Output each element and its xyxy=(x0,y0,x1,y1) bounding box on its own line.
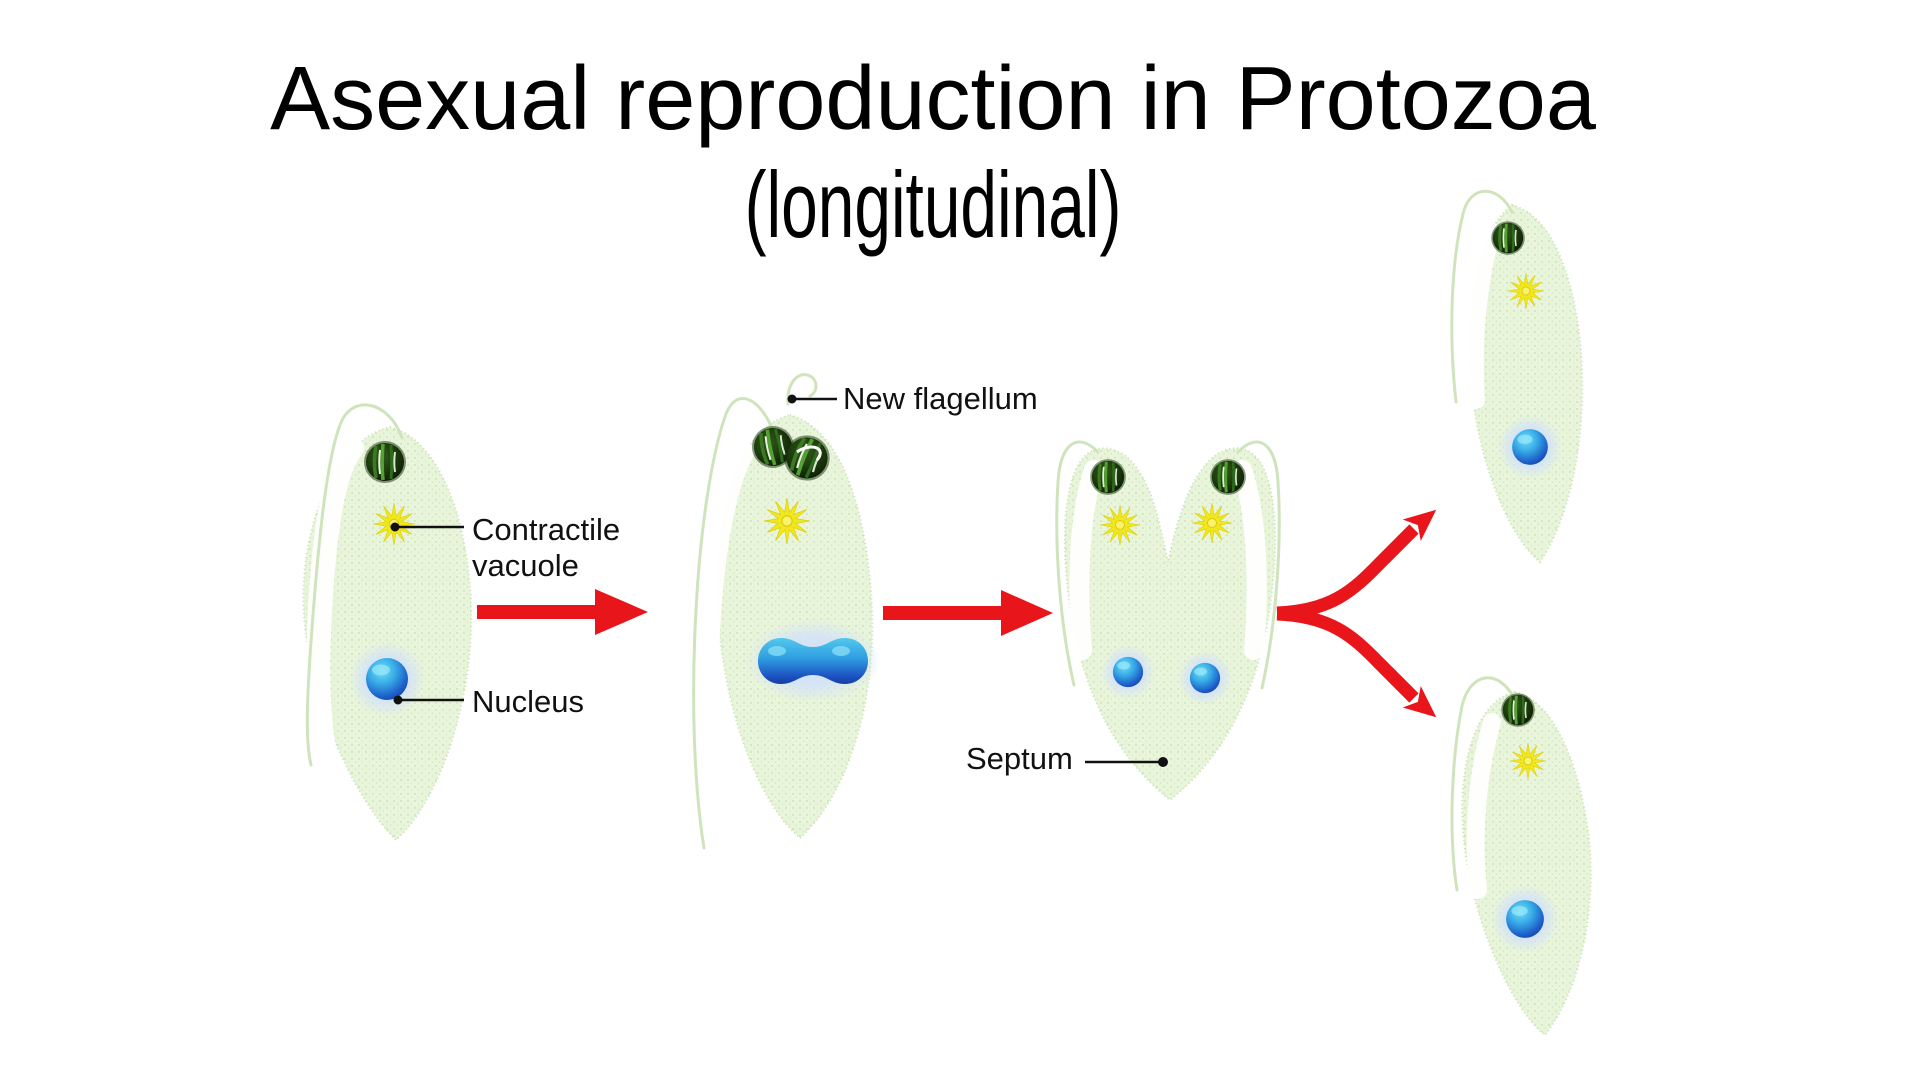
flagellum-icon xyxy=(1055,440,1100,687)
daughter-cell-bottom xyxy=(1450,676,1592,1037)
cell-septum-stage xyxy=(1055,440,1281,802)
dividing-nucleus-icon xyxy=(745,619,881,703)
eyespot-icon xyxy=(1501,693,1535,727)
cell-body xyxy=(1468,203,1584,564)
cell-body xyxy=(1063,447,1277,802)
red-arrow-icon xyxy=(477,589,648,635)
new-flagellum-icon xyxy=(786,373,818,406)
flagellum-icon xyxy=(1450,676,1516,892)
eyespot-highlight xyxy=(796,445,822,461)
flagellum-icon xyxy=(305,403,404,767)
new-flagellum-leader-line xyxy=(787,394,837,404)
diagram-title: Asexual reproduction in Protozoa xyxy=(270,49,1596,149)
diagram-subtitle: (longitudinal) xyxy=(744,152,1122,257)
new-flagellum-label: New flagellum xyxy=(843,381,1038,416)
flagellum-pocket xyxy=(1466,713,1501,899)
nucleus-label: Nucleus xyxy=(472,684,584,719)
red-arrow-icon xyxy=(883,590,1053,636)
flagellum-pocket xyxy=(306,436,364,770)
eyespot-icon xyxy=(364,441,406,483)
flagellum-pocket xyxy=(1232,460,1267,660)
nucleus-icon xyxy=(349,641,425,717)
flagellum-pocket xyxy=(1465,223,1501,409)
flagellum-pocket xyxy=(1069,460,1104,660)
flagellum-pocket xyxy=(694,440,754,842)
eyespot-icon xyxy=(1491,221,1525,255)
fork-arrow-icon xyxy=(1276,498,1446,729)
contractile-vacuole-label: Contractile vacuole xyxy=(472,512,621,583)
nucleus-icon xyxy=(1177,650,1233,706)
flagellum-icon xyxy=(1450,189,1514,404)
eyespot-icon xyxy=(1090,459,1126,495)
parent-cell xyxy=(302,403,473,842)
cell-dividing-nucleus xyxy=(692,373,881,850)
nucleus-leader-line xyxy=(393,695,464,705)
nucleus-icon xyxy=(1497,414,1563,480)
cell-body xyxy=(1461,690,1592,1037)
septum-label: Septum xyxy=(966,741,1073,776)
nucleus-icon xyxy=(1490,884,1560,954)
nucleus-icon xyxy=(1100,644,1156,700)
septum-leader-line xyxy=(1085,757,1168,767)
flagellum-icon xyxy=(1236,440,1281,690)
flagellum-icon xyxy=(692,396,774,850)
cell-body xyxy=(302,425,473,842)
contractile-vacuole-leader-line xyxy=(390,522,464,532)
eyespot-icon xyxy=(1210,459,1246,495)
daughter-cell-top xyxy=(1450,189,1584,564)
